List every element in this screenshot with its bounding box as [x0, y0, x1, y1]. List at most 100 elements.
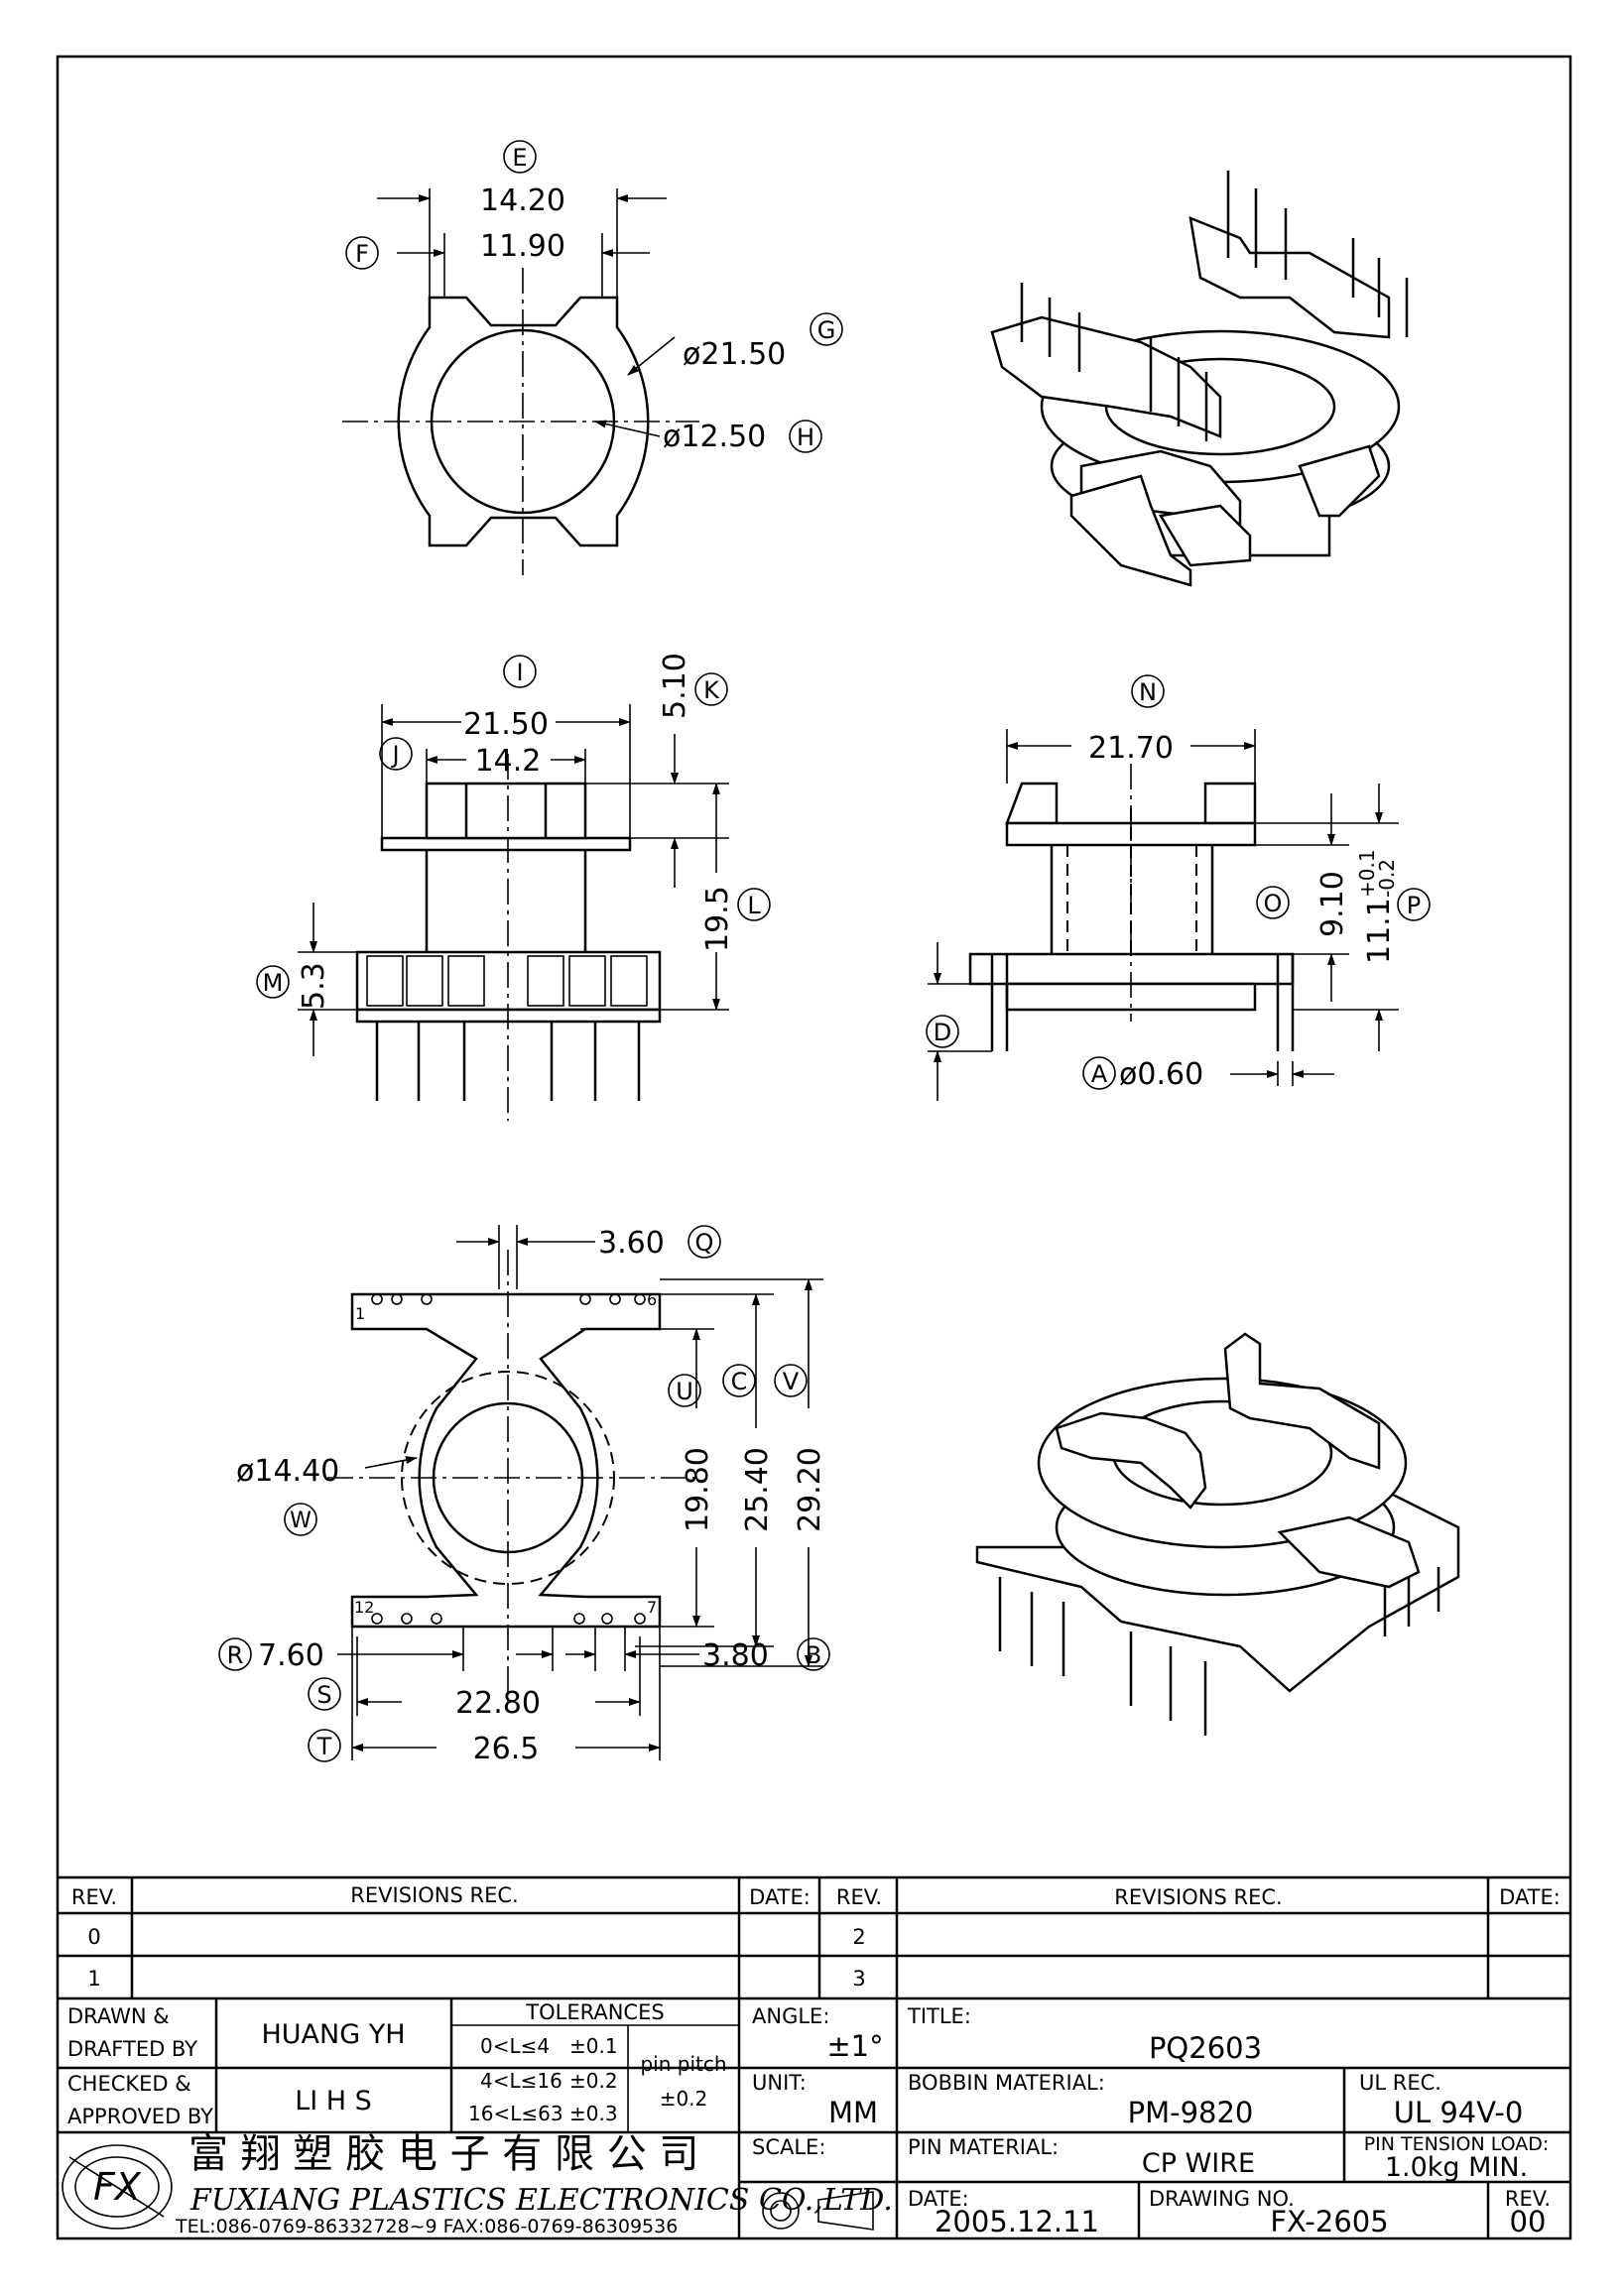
date-value: 2005.12.11	[935, 2205, 1099, 2238]
rev-row-1: 1	[87, 1967, 100, 1991]
dim-S: 22.80	[455, 1686, 541, 1721]
rev-header-left: REV.	[71, 1885, 117, 1909]
front-view: I 21.50 J 14.2 5.10 K 19.5 L 5.3 M	[256, 653, 771, 1121]
rev-row-2: 2	[852, 1925, 865, 1949]
tag-I: I	[516, 659, 523, 686]
dim-I: 21.50	[463, 707, 549, 742]
revisions-header-left: REVISIONS REC.	[350, 1883, 518, 1907]
dim-O: 9.10	[1315, 871, 1350, 937]
tag-N: N	[1139, 678, 1157, 706]
company-name-en: FUXIANG PLASTICS ELECTRONICS CO.,LTD.	[189, 2183, 893, 2218]
tag-J: J	[390, 741, 399, 769]
unit-label: UNIT:	[752, 2071, 807, 2095]
tol-range-1: 0<L≤4	[480, 2034, 550, 2058]
dim-H: ø12.50	[663, 420, 766, 454]
dim-P: 11.1	[1362, 898, 1397, 964]
bottom-view: 1 6 12 7 3.60 Q 19.80 U 25.40 C 29.20 V …	[218, 1225, 830, 1766]
tag-Q: Q	[695, 1229, 714, 1257]
dim-V: 29.20	[793, 1447, 827, 1532]
tag-O: O	[1264, 890, 1283, 917]
tolerances-header: TOLERANCES	[525, 2000, 664, 2024]
tag-D: D	[934, 1019, 951, 1046]
tag-W: W	[290, 1509, 312, 1533]
dim-J: 14.2	[475, 744, 542, 779]
tag-M: M	[263, 969, 284, 997]
bobbin-material-label: BOBBIN MATERIAL:	[908, 2071, 1105, 2095]
projection-symbol	[762, 2191, 874, 2231]
rev-header-right: REV.	[836, 1885, 882, 1909]
ul-rec-value: UL 94V-0	[1394, 2096, 1524, 2129]
top-view: E 14.20 F 11.90 ø21.50 G ø12.50 H	[342, 140, 843, 575]
date-header-left: DATE:	[749, 1885, 811, 1909]
dim-K: 5.10	[658, 653, 692, 719]
dim-B: 3.80	[702, 1638, 769, 1673]
tag-K: K	[703, 676, 720, 704]
rev-row-3: 3	[852, 1967, 865, 1991]
drawing-no-label: DRAWING NO.	[1149, 2187, 1295, 2211]
tag-P: P	[1407, 892, 1421, 919]
unit-value: MM	[828, 2096, 878, 2129]
date-label: DATE:	[908, 2187, 969, 2211]
bobbin-material-value: PM-9820	[1128, 2096, 1254, 2129]
logo-text: FX	[93, 2165, 142, 2209]
tag-B: B	[806, 1641, 821, 1669]
title-block: REV. REVISIONS REC. DATE: REV. REVISIONS…	[58, 1875, 1570, 2238]
dim-M: 5.3	[297, 962, 331, 1010]
pin-material-label: PIN MATERIAL:	[908, 2135, 1059, 2159]
scale-label: SCALE:	[752, 2135, 825, 2159]
tol-value-1: ±0.1	[569, 2034, 618, 2058]
tag-T: T	[316, 1733, 332, 1760]
dim-P-tol-plus: +0.1	[1355, 849, 1379, 898]
dim-Q: 3.60	[598, 1226, 665, 1261]
title-value: PQ2603	[1149, 2031, 1262, 2065]
pin-label-12: 12	[354, 1598, 374, 1617]
tag-L: L	[747, 892, 761, 919]
side-view: N 21.70 9.10 O 11.1 +0.1 -0.2 P D A ø0.6…	[926, 674, 1431, 1101]
drawn-label-2: DRAFTED BY	[67, 2037, 197, 2061]
pin-material-value: CP WIRE	[1142, 2148, 1255, 2179]
tag-H: H	[797, 423, 814, 451]
dim-P-tol-minus: -0.2	[1375, 859, 1399, 898]
rev-row-0: 0	[87, 1925, 100, 1949]
pin-pitch-label: pin pitch	[640, 2052, 726, 2076]
dim-C: 25.40	[740, 1447, 775, 1532]
tol-value-2: ±0.2	[569, 2069, 618, 2093]
tag-V: V	[783, 1368, 800, 1395]
dim-F: 11.90	[480, 229, 565, 264]
tol-range-2: 4<L≤16	[480, 2069, 562, 2093]
tag-A: A	[1091, 1060, 1108, 1088]
checked-label-2: APPROVED BY	[67, 2105, 213, 2128]
pin-tension-label: PIN TENSION LOAD:	[1364, 2133, 1550, 2155]
tag-U: U	[676, 1378, 693, 1405]
rev-value: 00	[1510, 2205, 1547, 2238]
revisions-header-right: REVISIONS REC.	[1114, 1885, 1282, 1909]
checked-by: LI H S	[295, 2086, 372, 2116]
tag-F: F	[355, 240, 369, 268]
tag-E: E	[512, 144, 527, 172]
pin-label-7: 7	[647, 1598, 657, 1617]
ul-rec-label: UL REC.	[1359, 2071, 1441, 2095]
date-header-right: DATE:	[1499, 1885, 1561, 1909]
company-logo: FX	[62, 2144, 173, 2230]
isometric-view-bottom	[975, 1332, 1460, 1736]
dim-A: ø0.60	[1119, 1057, 1203, 1092]
pin-pitch-value: ±0.2	[660, 2087, 708, 2111]
drawn-by: HUANG YH	[261, 2019, 405, 2050]
drawing-no-value: FX-2605	[1270, 2205, 1388, 2238]
company-name-cn: 富 翔 塑 胶 电 子 有 限 公 司	[188, 2131, 698, 2177]
title-label: TITLE:	[907, 2004, 971, 2028]
tag-G: G	[817, 316, 836, 344]
sheet-border	[56, 55, 1572, 2240]
dim-R: 7.60	[258, 1638, 324, 1673]
pin-label-1: 1	[355, 1304, 365, 1323]
checked-label-1: CHECKED &	[67, 2072, 191, 2096]
tag-R: R	[227, 1641, 244, 1669]
dim-W: ø14.40	[236, 1454, 339, 1489]
dim-G: ø21.50	[683, 337, 786, 372]
dim-L: 19.5	[700, 886, 735, 952]
rev-label: REV.	[1505, 2187, 1551, 2211]
pin-label-6: 6	[647, 1290, 657, 1309]
tol-value-3: ±0.3	[569, 2102, 618, 2125]
dim-T: 26.5	[473, 1732, 540, 1766]
isometric-view-top	[990, 171, 1409, 587]
